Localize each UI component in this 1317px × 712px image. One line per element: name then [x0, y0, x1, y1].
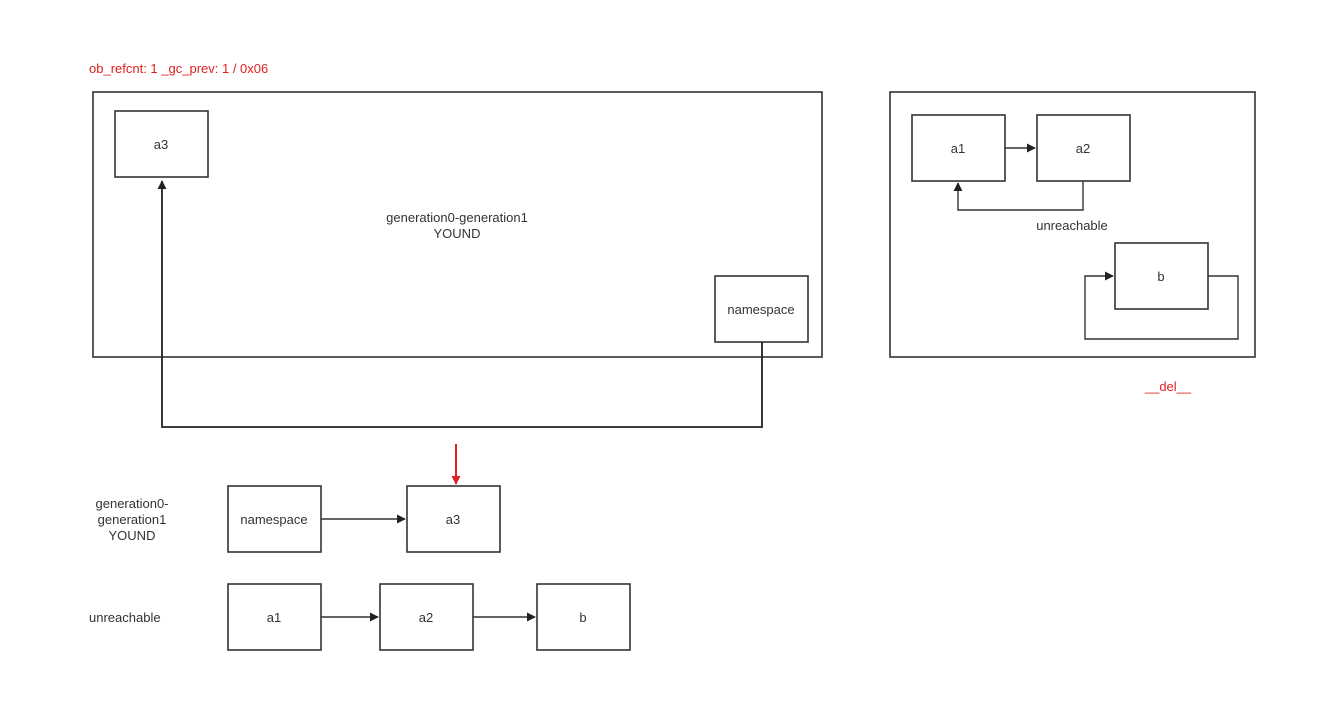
young-frame-title-line2: YOUND: [434, 226, 481, 241]
node-label: a2: [1076, 141, 1090, 156]
young-list-label-line2: generation1: [98, 512, 167, 527]
node-b-right: b: [1114, 242, 1209, 310]
list-node-namespace: namespace: [227, 485, 322, 553]
node-a1-right: a1: [911, 114, 1006, 182]
young-generation-frame: [92, 91, 823, 358]
arrow-b-self-loop: [1084, 271, 1239, 340]
node-a3-top: a3: [114, 110, 209, 178]
node-label: namespace: [727, 302, 794, 317]
node-a2-right: a2: [1036, 114, 1131, 182]
list-node-b: b: [536, 583, 631, 651]
node-namespace-top: namespace: [714, 275, 809, 343]
node-box: [911, 114, 1006, 182]
list-node-a3: a3: [406, 485, 501, 553]
arrow-a2-to-a1: [953, 181, 1084, 211]
node-label: a3: [154, 137, 168, 152]
young-list-label-line1: generation0-: [96, 496, 169, 511]
node-box: [536, 583, 631, 651]
young-frame-title-line1: generation0-generation1: [386, 210, 528, 225]
node-box: [1114, 242, 1209, 310]
node-label: a1: [951, 141, 965, 156]
unreachable-list-label: unreachable: [89, 610, 161, 625]
node-box: [1036, 114, 1131, 182]
node-box: [227, 583, 322, 651]
del-frame: [889, 91, 1256, 358]
del-label: __del__: [1144, 379, 1192, 394]
node-box: [227, 485, 322, 553]
node-label: namespace: [240, 512, 307, 527]
node-label: a1: [267, 610, 281, 625]
node-box: [406, 485, 501, 553]
young-list-label-line3: YOUND: [109, 528, 156, 543]
node-box: [714, 275, 809, 343]
list-node-a1: a1: [227, 583, 322, 651]
node-box: [114, 110, 209, 178]
refcount-label: ob_refcnt: 1 _gc_prev: 1 / 0x06: [89, 61, 268, 76]
node-label: a2: [419, 610, 433, 625]
node-label: b: [579, 610, 586, 625]
node-label: b: [1157, 269, 1164, 284]
list-node-a2: a2: [379, 583, 474, 651]
node-label: a3: [446, 512, 460, 527]
unreachable-label-right: unreachable: [1036, 218, 1108, 233]
reference-arrow-namespace-to-a3: [157, 180, 763, 428]
